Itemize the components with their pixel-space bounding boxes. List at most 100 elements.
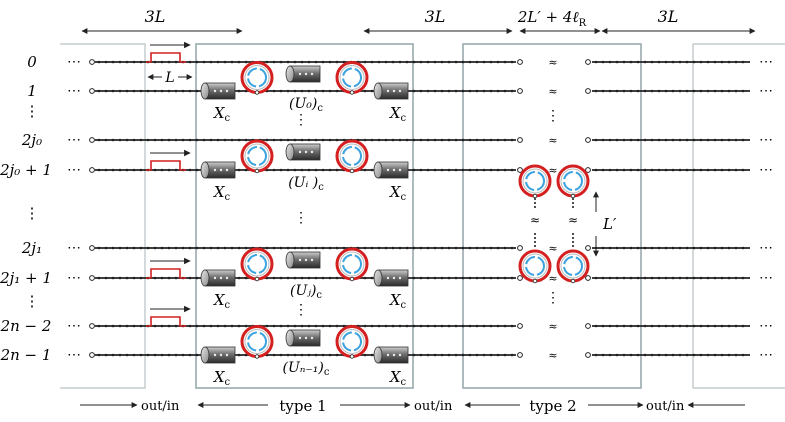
row-6-waveguide-bead: [125, 246, 129, 250]
row-3-waveguide-bead: [363, 138, 367, 142]
row-6-waveguide-approx: ≈: [548, 242, 557, 255]
row-3-waveguide-bead: [153, 138, 157, 142]
row-0-waveguide-bead: [244, 60, 248, 64]
row-9-waveguide-bead: [216, 324, 220, 328]
ring-left-1-inner: [247, 146, 267, 166]
Lprime-label: L′: [602, 215, 617, 233]
row-6-waveguide-bead: [139, 246, 143, 250]
row-6-waveguide-bead: [461, 246, 465, 250]
row-7-waveguide-bead: [132, 276, 136, 280]
ring-left-3-node: [254, 354, 260, 359]
row-6-waveguide-bead: [181, 246, 185, 250]
xc-label-left-0-sub: c: [225, 113, 231, 124]
row-4-waveguide-bead: [475, 168, 479, 172]
row-10-waveguide-bead: [706, 353, 710, 357]
row-0-waveguide-bead: [727, 60, 731, 64]
row-3-waveguide-bead: [223, 138, 227, 142]
row-7-waveguide-approx: ≈: [548, 272, 557, 285]
row-3-waveguide-bead: [629, 138, 633, 142]
row-7-waveguide-bead: [636, 276, 640, 280]
row-10-waveguide-bead: [664, 353, 668, 357]
row-0-waveguide-bead: [629, 60, 633, 64]
row-10-waveguide-bead: [426, 353, 430, 357]
row-9-waveguide-ellipsis-right: ⋯: [759, 318, 773, 334]
row-1-waveguide-bead: [426, 89, 430, 93]
row-9-waveguide-bead: [279, 324, 283, 328]
row-6-waveguide-bead: [412, 246, 416, 250]
row-4-waveguide-bead: [370, 168, 374, 172]
row-4-waveguide-bead: [664, 168, 668, 172]
row-10-waveguide-bead: [496, 353, 500, 357]
row-0-waveguide-bead: [510, 60, 514, 64]
row-10-waveguide-bead: [153, 353, 157, 357]
row-4-waveguide-bead: [706, 168, 710, 172]
row-4-waveguide-bead: [692, 168, 696, 172]
row-1-waveguide-bead: [636, 89, 640, 93]
row-3-waveguide-bead: [97, 138, 101, 142]
row-10-waveguide-bead: [594, 353, 598, 357]
row-7-waveguide-bead: [699, 276, 703, 280]
row-10-waveguide-bead: [608, 353, 612, 357]
row-4-waveguide-bead: [447, 168, 451, 172]
row-0-waveguide-bead: [321, 60, 325, 64]
row-7-waveguide-bead: [678, 276, 682, 280]
row-10-waveguide-bead: [146, 353, 150, 357]
row-3-waveguide-bead: [685, 138, 689, 142]
row-6-waveguide-bead: [426, 246, 430, 250]
row-3-waveguide-bead: [279, 138, 283, 142]
row-6-waveguide-bead: [447, 246, 451, 250]
row-9-waveguide-bead: [454, 324, 458, 328]
row-9-waveguide-bead: [713, 324, 717, 328]
row-6-waveguide-bead: [678, 246, 682, 250]
row-0-waveguide-bead: [202, 60, 206, 64]
row-10-waveguide-bead: [97, 353, 101, 357]
row-6-waveguide-bead: [230, 246, 234, 250]
label-3L-b: 3L: [425, 7, 446, 26]
pulse-3: [146, 316, 186, 327]
row-0-waveguide-bead: [132, 60, 136, 64]
row-1-waveguide-bead: [440, 89, 444, 93]
control-cylinder-left-0-cap: [200, 82, 210, 100]
row-0-waveguide-bead: [272, 60, 276, 64]
row-6-waveguide-bead: [510, 246, 514, 250]
row-6-waveguide-bead: [615, 246, 619, 250]
row-3-waveguide-bead: [237, 138, 241, 142]
row-9-waveguide-bead: [489, 324, 493, 328]
row-7-waveguide-bead: [139, 276, 143, 280]
xc-label-right-1-sub: c: [401, 192, 407, 203]
row-1-waveguide-bead: [279, 89, 283, 93]
row-9-waveguide-bead: [405, 324, 409, 328]
row-3-waveguide-bead: [209, 138, 213, 142]
row-3-waveguide-bead: [307, 138, 311, 142]
row-10-waveguide-bead: [132, 353, 136, 357]
row-1-waveguide-bead: [601, 89, 605, 93]
type1-box: [195, 43, 414, 389]
op-label-1: (Uᵢ )c: [288, 175, 324, 193]
row-0-waveguide-bead: [104, 60, 108, 64]
row-7-waveguide-bead: [153, 276, 157, 280]
row-9-waveguide-bead: [734, 324, 738, 328]
row-1-waveguide-bead: [699, 89, 703, 93]
gate-cylinder-1-dot: [304, 150, 308, 154]
row-7-waveguide-bead: [433, 276, 437, 280]
row-9-waveguide-bead: [419, 324, 423, 328]
row-0-waveguide-bead: [475, 60, 479, 64]
row-6-waveguide-bead: [601, 246, 605, 250]
row-label-9: 2n − 2: [0, 317, 51, 335]
row-3-waveguide-bead: [643, 138, 647, 142]
row-7-waveguide-bead: [125, 276, 129, 280]
row-9-waveguide-bead: [699, 324, 703, 328]
row-0-waveguide-bead: [223, 60, 227, 64]
row-4-waveguide-bead: [650, 168, 654, 172]
row-0-waveguide-bead: [594, 60, 598, 64]
row-0-waveguide-bead: [489, 60, 493, 64]
type2-box: [462, 43, 642, 389]
row-10-waveguide-bead: [713, 353, 717, 357]
row-4-waveguide-bead: [328, 168, 332, 172]
row-6-waveguide-bead: [321, 246, 325, 250]
row-7-waveguide-bead: [741, 276, 745, 280]
row-3-waveguide-bead: [510, 138, 514, 142]
row-9-waveguide-bead: [468, 324, 472, 328]
row-0-waveguide-bead: [419, 60, 423, 64]
row-10-waveguide-bead: [720, 353, 724, 357]
